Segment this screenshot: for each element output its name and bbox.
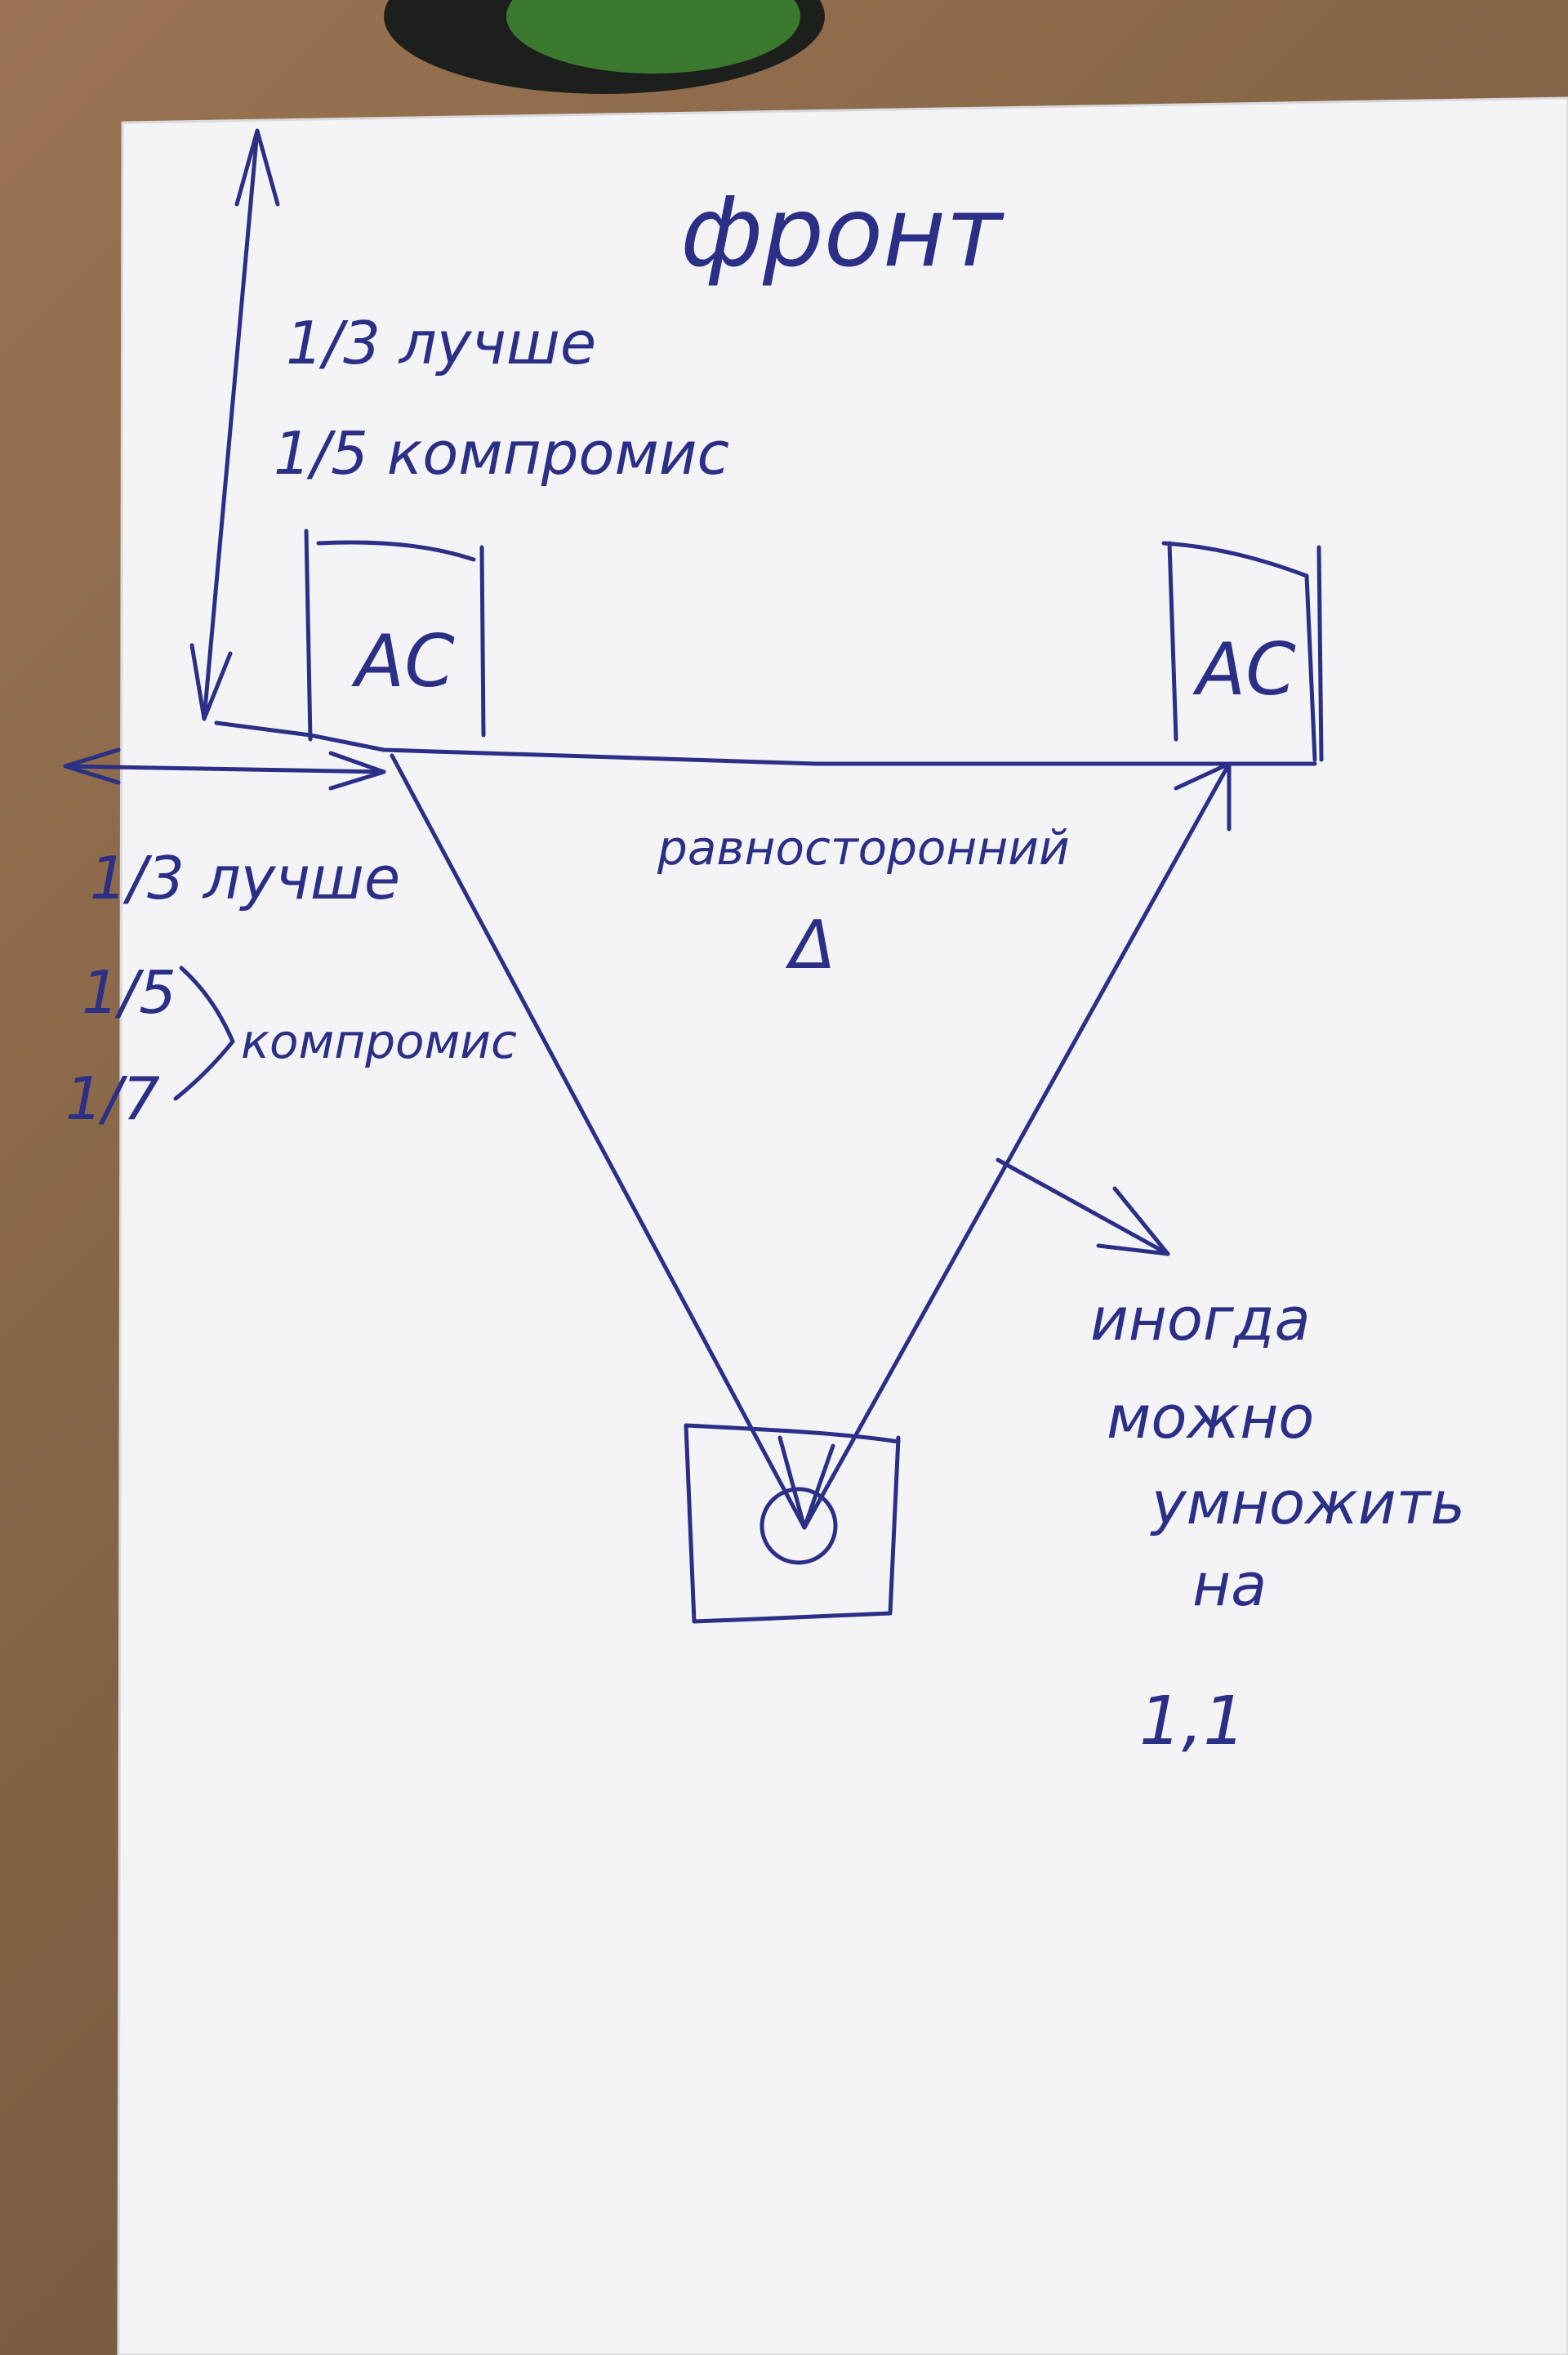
fraction-brace [173,966,235,1101]
left-note-compromise: компромис [241,1014,517,1069]
arrowhead-right [328,751,386,791]
triangle-symbol: Δ [785,907,835,984]
green-cup [506,0,800,74]
left-note-line1: 1/3 лучше [90,844,400,912]
title-text: фронт [680,176,1004,288]
side-note-line4: на [1192,1550,1267,1619]
side-note-pointer [996,1157,1170,1256]
top-note-line2: 1/5 компромис [274,419,729,488]
arrowhead-right-speaker [1174,761,1232,832]
arrowhead-up [234,128,280,207]
ink-drawing [63,128,1324,1624]
horizontal-distance-line [63,764,386,774]
left-speaker-box [304,529,486,742]
side-note-value: 1,1 [1139,1683,1245,1760]
paper-edge [117,96,1568,2355]
arrowhead-left [63,747,121,785]
top-note-line1: 1/3 лучше [286,309,596,377]
right-speaker-box [1161,541,1324,762]
triangle-right-side [802,761,1232,1530]
listener-box [684,1423,901,1624]
left-note-fraction-b: 1/7 [65,1064,160,1133]
side-note-line2: можно [1107,1383,1314,1452]
vertical-distance-line [202,128,260,721]
triangle-left-side [390,753,807,1530]
triangle-label: равносторонний [657,820,1070,876]
arrowhead-listener [777,1435,835,1530]
front-wall-line [214,720,1317,766]
right-speaker-label: AC [1192,627,1296,711]
side-note-line1: иногда [1090,1285,1311,1354]
left-speaker-label: AC [351,619,455,703]
left-note-fraction-a: 1/5 [82,958,176,1027]
arrowhead-side-note [1096,1186,1170,1256]
side-note-line3: умножить [1150,1469,1465,1537]
listener-head [760,1487,838,1565]
arrowhead-down [189,643,233,721]
